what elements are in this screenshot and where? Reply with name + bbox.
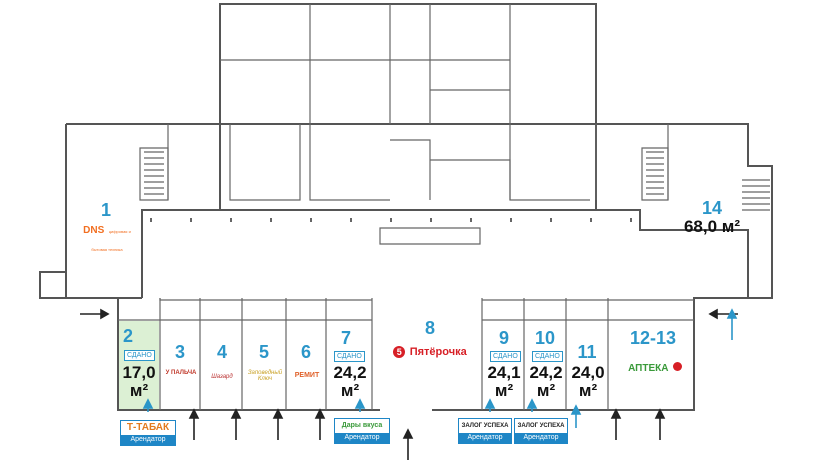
- pyaterochka-logo: 5 Пятёрочка: [380, 342, 480, 360]
- unit-number: 12-13: [629, 328, 677, 348]
- tenant-logo: У ПАЛЬЧА: [165, 370, 197, 376]
- unit-number: 7: [340, 328, 351, 348]
- apteka-logo: АПТЕКА: [622, 358, 688, 376]
- entrance-arrow-icon: [142, 308, 738, 428]
- unit-front-line: [159, 298, 694, 301]
- unit-number: 9: [498, 328, 509, 348]
- unit-number: 8: [424, 318, 435, 338]
- main-hall-wall: [117, 209, 749, 411]
- unit-2-fill: [119, 321, 159, 409]
- entrance-arrow-icon: [80, 308, 738, 460]
- unit-number: 1: [100, 200, 111, 220]
- unit-number: 4: [216, 342, 227, 362]
- upper-rooms-lower: [229, 124, 590, 201]
- unit-area: 68,0 м²: [683, 217, 741, 236]
- wing-partitions: [167, 124, 770, 211]
- right-stairs: [641, 147, 669, 201]
- status-badge: СДАНО: [490, 351, 521, 362]
- unit-number: 6: [300, 342, 311, 362]
- tenant-badge: ЗАЛОГ УСПЕХА Арендатор: [458, 418, 512, 444]
- tenant-badge: Т-ТАБАК Арендатор: [120, 420, 176, 446]
- status-badge: СДАНО: [334, 351, 365, 362]
- unit-number: 14: [701, 198, 723, 218]
- upper-block-wall: [219, 3, 597, 125]
- unit-number: 2: [122, 326, 133, 346]
- unit-partitions: [118, 298, 694, 410]
- left-stair-block: [39, 271, 67, 299]
- left-stairs: [139, 147, 169, 201]
- tenant-badge: Дары вкуса Арендатор: [334, 418, 390, 444]
- upper-side-wall: [219, 118, 597, 210]
- tenant-logo: Заповедный Ключ: [247, 370, 283, 382]
- tenant-logo: Шазард: [211, 374, 233, 380]
- status-badge: СДАНО: [124, 350, 155, 361]
- tenant-logo: РЕМИТ: [294, 372, 320, 379]
- unit-number: 5: [258, 342, 269, 362]
- right-wing-wall: [596, 123, 773, 299]
- dns-logo: DNS цифровая и бытовая техника: [83, 225, 131, 252]
- unit-number: 11: [577, 342, 597, 362]
- tenant-badge: ЗАЛОГ УСПЕХА Арендатор: [514, 418, 568, 444]
- counter-block: [379, 227, 481, 245]
- unit-number: 3: [174, 342, 185, 362]
- unit-number: 10: [534, 328, 556, 348]
- upper-rooms: [220, 4, 511, 200]
- status-badge: СДАНО: [532, 351, 563, 362]
